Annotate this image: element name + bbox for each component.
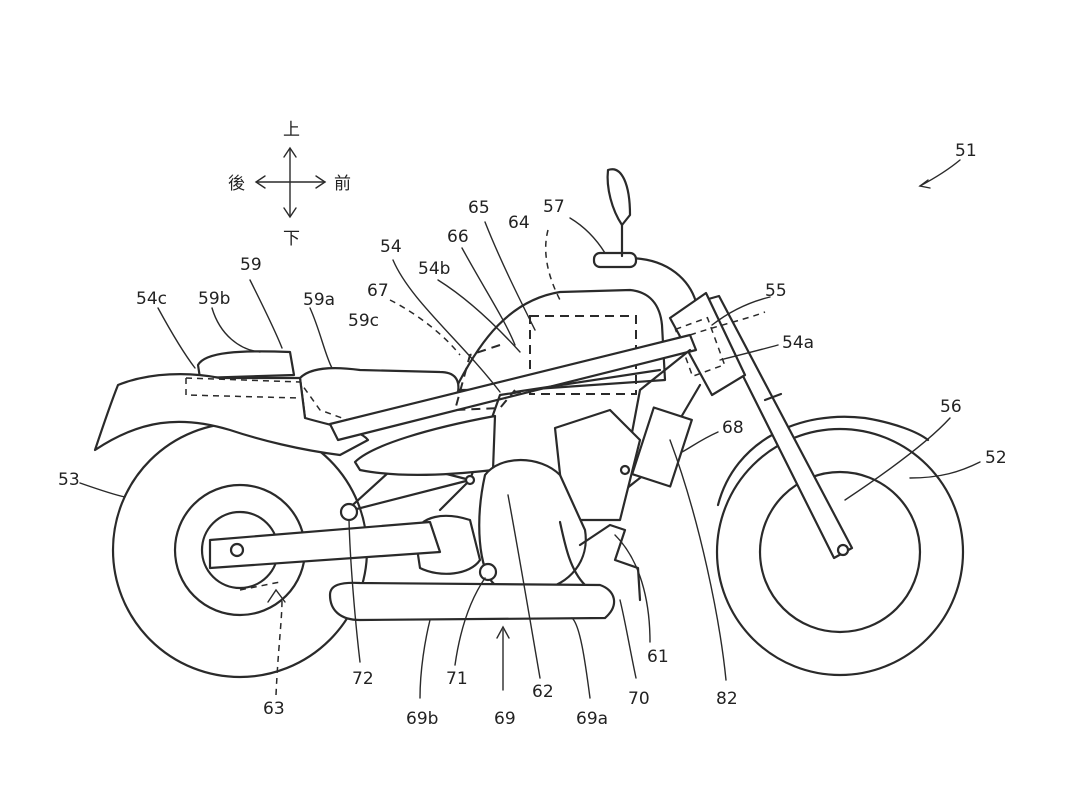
side-cover [353,414,497,477]
pivot-71 [478,562,498,582]
label-55: 55 [765,281,787,301]
label-62: 62 [532,682,554,702]
up-label: 上 [283,120,300,140]
label-65: 65 [468,198,490,218]
label-53: 53 [58,470,80,490]
front-fender [716,415,930,507]
label-51: 51 [955,141,977,161]
radiator [631,406,693,488]
label-64: 64 [508,213,530,233]
label-69a: 69a [576,709,608,729]
front-label: 前 [334,174,351,194]
label-70: 70 [628,689,650,709]
down-label: 下 [283,229,300,249]
label-72: 72 [352,669,374,689]
leader-lines [79,159,981,699]
label-59b: 59b [198,289,230,309]
label-66: 66 [447,227,469,247]
label-69: 69 [494,709,516,729]
handlebar [592,168,698,304]
label-68: 68 [722,418,744,438]
rear-label: 後 [228,174,245,194]
label-61: 61 [647,647,669,667]
label-69b: 69b [406,709,438,729]
label-82: 82 [716,689,738,709]
label-67: 67 [367,281,389,301]
front-fork [703,294,854,560]
label-52: 52 [985,448,1007,468]
label-54c: 54c [136,289,167,309]
label-59a: 59a [303,290,335,310]
reference-numerals: 51 52 53 54 54a 54b 54c 55 56 57 59 59a … [58,141,1007,729]
label-57: 57 [543,197,565,217]
label-71: 71 [446,669,468,689]
swingarm [208,520,442,570]
label-54: 54 [380,237,402,257]
label-63: 63 [263,699,285,719]
label-59c: 59c [348,311,379,331]
tank-internal-hidden [529,315,637,395]
label-54b: 54b [418,259,450,279]
pivot-72 [339,502,359,522]
head-pipe [668,291,747,397]
front-wheel [715,427,965,677]
label-56: 56 [940,397,962,417]
orientation-indicator: 上 下 後 前 [228,120,351,249]
frame [328,333,702,514]
label-59: 59 [240,255,262,275]
label-54a: 54a [782,333,814,353]
